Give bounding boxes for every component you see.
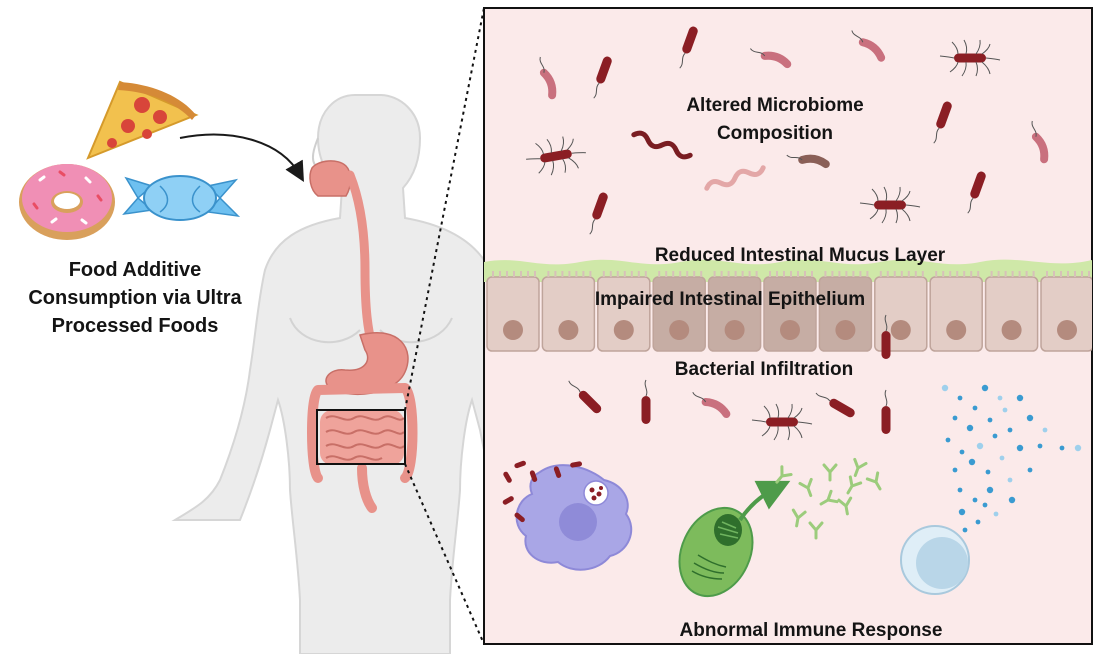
caption-line-2: Consumption via Ultra xyxy=(28,287,242,309)
curved-bacteria-icon xyxy=(749,48,792,69)
curved-bacteria-icon xyxy=(692,392,731,418)
curved-bacteria-icon xyxy=(539,56,557,100)
label-epithelium: Impaired Intestinal Epithelium xyxy=(595,289,865,310)
damaged-epithelial-cell xyxy=(818,271,873,352)
antibody-icon xyxy=(822,463,838,482)
flagellated-bacteria-icon xyxy=(939,39,1001,77)
zoom-line-bottom xyxy=(404,463,485,645)
damaged-epithelial-cell xyxy=(707,271,762,352)
antibody-icon xyxy=(853,457,868,478)
curved-bacteria-icon xyxy=(1031,120,1049,164)
rod-bacteria-icon xyxy=(593,56,612,99)
epithelium xyxy=(486,271,1092,352)
lymphocyte-icon xyxy=(900,525,970,595)
caption-line-3: Processed Foods xyxy=(51,315,219,337)
pizza-icon xyxy=(86,80,199,160)
label-microbiome-1: Altered Microbiome xyxy=(686,95,863,116)
damaged-epithelial-cell xyxy=(763,271,817,352)
zoom-box xyxy=(316,409,406,465)
macrophage-icon xyxy=(502,460,633,571)
curved-bacteria-icon xyxy=(786,154,830,169)
plasma-cell-icon xyxy=(678,480,791,598)
rod-bacteria-icon xyxy=(881,314,891,359)
label-immune: Abnormal Immune Response xyxy=(680,620,943,641)
antibody-icon xyxy=(837,496,853,516)
antibody-icon xyxy=(808,521,824,540)
rod-bacteria-icon xyxy=(641,379,651,424)
rod-bacteria-icon xyxy=(881,389,891,434)
rod-bacteria-icon xyxy=(967,171,986,214)
spiral-bacteria-icon xyxy=(704,165,766,191)
epithelial-cell xyxy=(1040,271,1092,352)
zoom-line-top xyxy=(404,7,485,411)
bacteria-group xyxy=(526,26,1049,441)
flagellated-bacteria-icon xyxy=(526,136,586,176)
caption-line-1: Food Additive xyxy=(68,259,202,281)
damaged-epithelial-cell xyxy=(652,271,706,352)
antibody-icon xyxy=(865,471,882,491)
rod-bacteria-icon xyxy=(589,192,608,235)
antibody-icon xyxy=(798,477,813,498)
epithelial-cell xyxy=(486,271,540,352)
epithelial-cell xyxy=(929,271,983,352)
spiral-bacteria-icon xyxy=(631,130,693,160)
candy-icon xyxy=(122,175,241,221)
antibody-icon xyxy=(775,465,793,484)
antibody-group xyxy=(775,457,882,540)
rod-bacteria-icon xyxy=(679,26,698,69)
antibody-icon xyxy=(791,508,807,528)
antibody-icon xyxy=(846,475,863,495)
flagellated-bacteria-icon xyxy=(859,186,921,224)
epithelial-cell xyxy=(597,271,651,352)
antibody-icon xyxy=(819,489,839,506)
epithelial-cell xyxy=(984,271,1039,352)
rod-bacteria-icon xyxy=(815,392,855,418)
curved-bacteria-icon xyxy=(851,30,886,62)
label-infiltration: Bacterial Infiltration xyxy=(675,359,853,380)
cytokine-dots-icon xyxy=(941,384,1082,533)
flagellated-bacteria-icon xyxy=(751,403,813,441)
rod-bacteria-icon xyxy=(568,380,602,414)
gi-tract xyxy=(307,160,418,513)
label-microbiome-2: Composition xyxy=(717,123,833,144)
label-mucus: Reduced Intestinal Mucus Layer xyxy=(655,245,946,266)
food-arrow xyxy=(179,133,304,182)
epithelial-cell xyxy=(541,271,596,352)
rod-bacteria-icon xyxy=(933,101,952,144)
food-additive-caption: Food Additive Consumption via Ultra Proc… xyxy=(10,256,260,340)
donut-icon xyxy=(19,164,115,240)
